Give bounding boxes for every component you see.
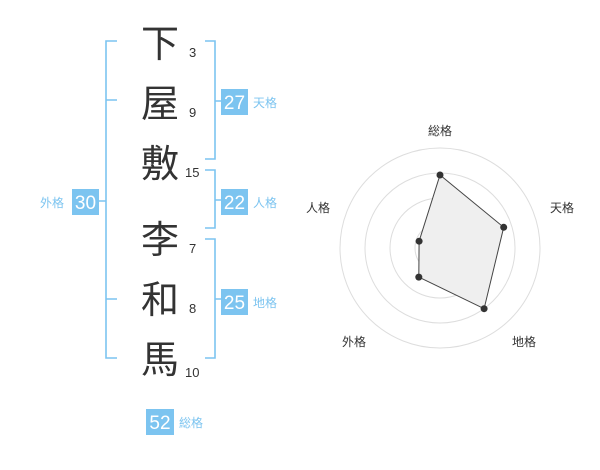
radar-label-tenkaku: 天格 [550, 200, 574, 215]
radar-data-polygon [418, 174, 505, 310]
jinkaku-value: 22 [224, 193, 245, 214]
name-panel: 下 3 屋 9 敷 15 李 7 和 8 馬 10 [141, 22, 199, 382]
tenkaku-value: 27 [224, 93, 245, 114]
stroke-count-1: 3 [189, 45, 196, 60]
name-char-3: 敷 [141, 142, 179, 186]
radar-point-5 [415, 237, 423, 245]
jinkaku-label: 人格 [253, 195, 277, 210]
stroke-count-2: 9 [189, 105, 196, 120]
gaikaku-label: 外格 [40, 195, 64, 210]
chikaku-label: 地格 [253, 295, 277, 310]
fortune-brackets [90, 40, 221, 359]
stroke-count-3: 15 [185, 165, 199, 180]
radar-label-jinkaku: 人格 [306, 200, 330, 215]
name-char-4: 李 [141, 218, 179, 262]
fortune-radar-chart: 総格 天格 地格 外格 人格 [306, 123, 574, 349]
name-char-5: 和 [141, 278, 179, 322]
radar-point-4 [415, 273, 423, 281]
radar-data-points [415, 171, 508, 313]
stroke-count-5: 8 [189, 301, 196, 316]
soukaku-label: 総格 [179, 415, 203, 430]
gaikaku-badge: 外格 30 [40, 189, 99, 215]
tenkaku-bracket [205, 40, 221, 160]
chikaku-badge: 25 地格 [221, 289, 277, 315]
radar-point-1 [436, 171, 444, 179]
chikaku-bracket [205, 238, 221, 359]
name-char-1: 下 [141, 22, 179, 66]
radar-ring-4 [339, 147, 541, 349]
name-char-6: 馬 [141, 338, 179, 382]
soukaku-value: 52 [149, 413, 170, 434]
gaikaku-bracket [90, 40, 117, 359]
radar-label-chikaku: 地格 [512, 334, 536, 349]
jinkaku-badge: 22 人格 [221, 189, 277, 215]
gaikaku-value: 30 [75, 193, 96, 214]
stroke-count-4: 7 [189, 241, 196, 256]
tenkaku-badge: 27 天格 [221, 89, 277, 115]
radar-point-2 [500, 223, 508, 231]
soukaku-badge: 52 総格 [146, 409, 203, 435]
name-char-2: 屋 [141, 82, 179, 126]
radar-label-soukaku: 総格 [428, 123, 452, 138]
chikaku-value: 25 [224, 293, 245, 314]
jinkaku-bracket [205, 169, 221, 229]
tenkaku-label: 天格 [253, 95, 277, 110]
radar-label-gaikaku: 外格 [342, 334, 366, 349]
radar-point-3 [480, 305, 488, 313]
stroke-count-6: 10 [185, 365, 199, 380]
